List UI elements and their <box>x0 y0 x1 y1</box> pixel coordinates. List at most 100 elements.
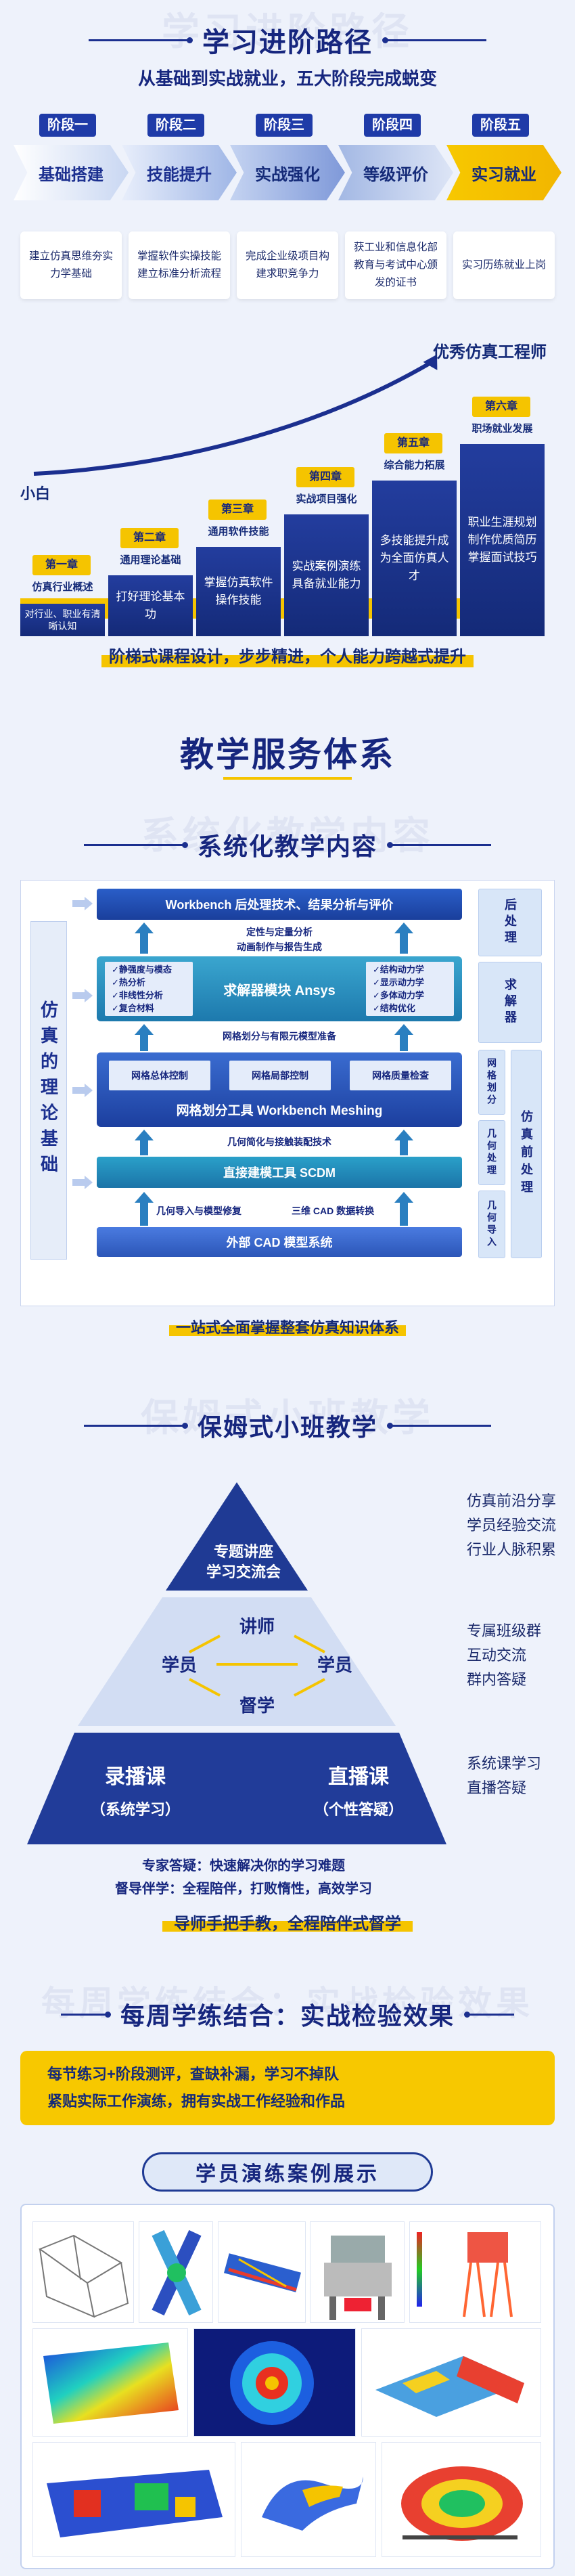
case-image-6 <box>32 2328 188 2437</box>
stage-label: 阶段四 <box>364 114 421 137</box>
mesh-prep-text: 网格划分与有限元模型准备 <box>223 1031 336 1042</box>
left-arrow-2 <box>72 989 93 1002</box>
weekly-box: 每节练习+阶段测评，查缺补漏，学习不掉队 紧贴实际工作演练，拥有实战工作经验和作… <box>20 2051 555 2125</box>
left-arrow-3 <box>72 1084 93 1097</box>
path-title-row: 学习进阶路径 <box>0 20 575 60</box>
nanny-caption: 导师手把手教，全程陪伴式督学 <box>174 1915 401 1933</box>
content-title-row: 系统化教学内容 <box>0 827 575 862</box>
note-line: 行业人脉积累 <box>467 1541 557 1558</box>
wheel-fea-image <box>194 2329 355 2436</box>
live-sub: （个性答疑） <box>313 1801 403 1818</box>
interaction-arrows <box>189 1635 325 1697</box>
content-diagram: 仿真的理论基础 Workbench 后处理技术、结果分析与评价 定性与定量分析 … <box>20 880 555 1306</box>
plate-stress-image <box>43 2342 179 2424</box>
chapter-tag: 第二章 <box>120 528 179 548</box>
mesh-title: 网格划分工具 Workbench Meshing <box>176 1103 383 1118</box>
pyramid-top-line: 学习交流会 <box>206 1563 281 1580</box>
left-arrow-1 <box>72 897 93 910</box>
mesh-item: 网格总体控制 <box>109 1061 210 1090</box>
case-image-11 <box>382 2442 541 2557</box>
cases-title-pill: 学员演练案例展示 <box>142 2152 433 2192</box>
mesh-item: 网格质量检查 <box>350 1061 451 1090</box>
hook-part-image <box>262 2477 363 2531</box>
path-subtitle: 从基础到实战就业，五大阶段完成蜕变 <box>137 68 437 89</box>
nanny-title: 保姆式小班教学 <box>197 1413 377 1441</box>
stage-name: 技能提升 <box>147 165 212 184</box>
geo-prep-text: 几何简化与接触装配技术 <box>227 1136 331 1147</box>
stage-desc: 建立仿真思维夯实力学基础 <box>20 231 122 299</box>
case-image-7 <box>193 2328 356 2437</box>
tube-joint-image <box>152 2229 202 2316</box>
growth-curve-arrow <box>33 354 438 476</box>
content-watermark: 系统化教学内容 <box>141 814 434 857</box>
content-caption: 一站式全面掌握整套仿真知识体系 <box>175 1319 399 1336</box>
service-title-underline <box>223 777 352 780</box>
left-arrow-4 <box>72 1176 93 1189</box>
chapter-name: 综合能力拓展 <box>384 460 445 471</box>
case-image-4 <box>310 2221 405 2323</box>
stage-5: 阶段五 实习就业 <box>446 114 561 202</box>
supervisor-label: 督学 <box>239 1695 275 1716</box>
content-title: 系统化教学内容 <box>197 832 377 860</box>
pressure-vessel-image <box>324 2236 392 2320</box>
nanny-notes: 专家答疑：快速解决你的学习难题 督导伴学：全程陪伴，打败惰性，高效学习 <box>0 1855 487 1901</box>
pyramid-note-mid: 专属班级群 互动交流 群内答疑 <box>467 1619 541 1692</box>
solver-item: ✓结构优化 <box>373 1003 415 1013</box>
stage-1: 阶段一 基础搭建 <box>14 114 129 202</box>
case-image-3 <box>218 2221 306 2323</box>
pyramid-note-bot: 系统课学习 直播答疑 <box>467 1752 541 1800</box>
geo-side-label: 几何处理 <box>478 1120 505 1185</box>
water-tower-image <box>417 2232 513 2317</box>
weekly-title: 每周学练结合：实战检验效果 <box>120 2002 455 2030</box>
cases-title: 学员演练案例展示 <box>196 2163 380 2185</box>
nanny-watermark: 保姆式小班教学 <box>141 1396 434 1439</box>
stage-label: 阶段二 <box>147 114 204 137</box>
stage-4: 阶段四 等级评价 <box>338 114 453 202</box>
solver-side-label: 求解器 <box>478 962 542 1043</box>
solver-left-list: ✓静强度与模态 ✓热分析 ✓非线性分析 ✓复合材料 <box>105 962 193 1016</box>
solver-item: ✓复合材料 <box>112 1003 154 1013</box>
weekly-box-line: 紧贴实际工作演练，拥有实战工作经验和作品 <box>47 2093 346 2110</box>
pyramid-graphic <box>27 1482 446 1844</box>
chapter-name: 通用理论基础 <box>120 554 181 566</box>
solver-item: ✓非线性分析 <box>112 990 163 1000</box>
pyramid-top-text: 专题讲座 学习交流会 <box>169 1542 318 1582</box>
shell-part-image <box>401 2466 523 2541</box>
chapter-name: 仿真行业概述 <box>32 581 93 593</box>
solver-title: 求解器模块 Ansys <box>223 983 336 998</box>
stage-name: 实习就业 <box>472 165 536 184</box>
stage-desc: 获工业和信息化部教育与考试中心颁发的证书 <box>345 231 446 299</box>
stage-desc: 实习历练就业上岗 <box>453 231 555 299</box>
note-line: 专属班级群 <box>467 1622 542 1639</box>
stage-label: 阶段一 <box>39 114 96 137</box>
chapter-tag: 第三章 <box>208 499 267 520</box>
case-image-8 <box>361 2328 541 2437</box>
solver-item: ✓静强度与模态 <box>112 964 172 975</box>
path-watermark: 学习进阶路径 <box>162 10 413 53</box>
mesh-item: 网格局部控制 <box>229 1061 331 1090</box>
solver-item: ✓热分析 <box>112 977 145 987</box>
note-line: 直播答疑 <box>467 1779 527 1796</box>
step-5: 多技能提升成为全面仿真人才 <box>372 481 457 636</box>
case-image-9 <box>32 2442 235 2557</box>
frame-part-image <box>47 2470 223 2537</box>
live-course: 直播课 （个性答疑） <box>284 1760 433 1819</box>
chapter-name: 职场就业发展 <box>472 423 533 435</box>
solver-right-list: ✓结构动力学 ✓显示动力学 ✓多体动力学 ✓结构优化 <box>366 962 454 1016</box>
stage-name: 基础搭建 <box>39 165 104 184</box>
theory-base-label: 仿真的理论基础 <box>30 921 67 1260</box>
cad-box: 外部 CAD 模型系统 <box>97 1227 462 1257</box>
import-item-1: 几何导入与模型修复 <box>156 1205 242 1216</box>
stage-name: 实战强化 <box>255 165 320 184</box>
recorded-title: 录播课 <box>105 1766 166 1788</box>
chapter-tag: 第四章 <box>296 467 354 487</box>
import-item-2: 三维 CAD 数据转换 <box>292 1205 375 1216</box>
note-line: 系统课学习 <box>467 1755 542 1772</box>
content-caption-highlight <box>169 1325 406 1336</box>
bracket-mesh-image <box>375 2356 524 2417</box>
caption-highlight <box>101 655 474 667</box>
weekly-watermark: 每周学练结合：实战检验效果 <box>41 1984 534 2022</box>
case-image-10 <box>241 2442 376 2557</box>
lecturer-label: 讲师 <box>239 1616 275 1637</box>
stage-2: 阶段二 技能提升 <box>122 114 237 202</box>
